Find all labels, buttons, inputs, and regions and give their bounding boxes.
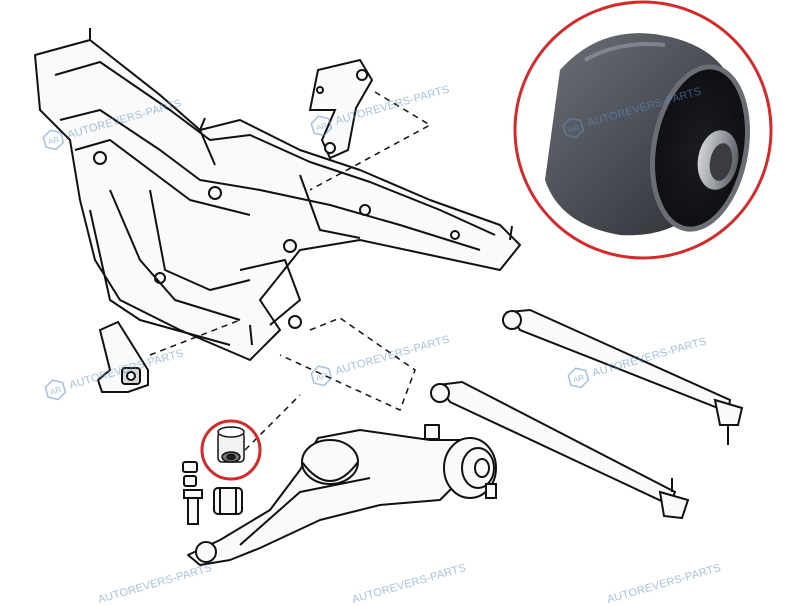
leader-lines bbox=[149, 91, 432, 451]
lateral-link-upper bbox=[502, 308, 744, 445]
lower-mount-bracket bbox=[96, 320, 149, 393]
lower-control-arm bbox=[187, 424, 471, 566]
upper-mount-bracket bbox=[308, 58, 374, 160]
wheel-hub-knuckle bbox=[443, 437, 497, 499]
rear-subframe bbox=[34, 28, 521, 361]
bushing-callout-ring bbox=[200, 419, 262, 481]
small-bushing bbox=[217, 426, 245, 463]
bushing-photo bbox=[545, 33, 750, 236]
bushing-hardware bbox=[182, 461, 243, 525]
lateral-link-lower bbox=[430, 380, 690, 520]
